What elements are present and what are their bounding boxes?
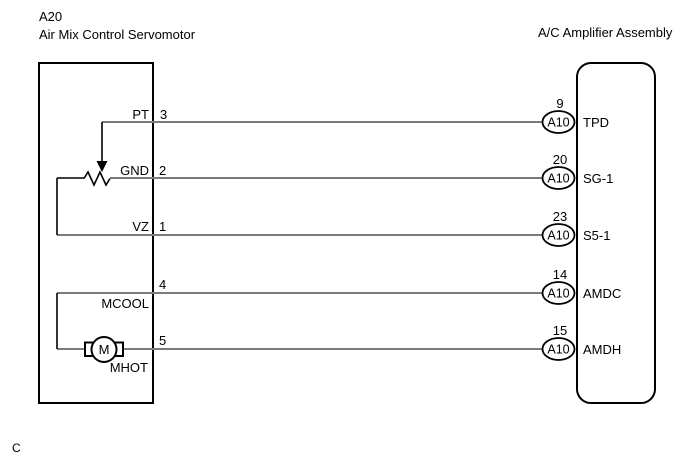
pin-number-14: 14 [553, 267, 567, 282]
connector-oval-s51 [541, 223, 576, 247]
connector-oval-sg1 [541, 166, 576, 190]
pin-label-mhot: MHOT [110, 360, 148, 375]
right-component-name: A/C Amplifier Assembly [538, 25, 673, 40]
connector-id-tpd: A10 [547, 116, 569, 130]
wiper-arrow-icon [96, 161, 108, 172]
pin-label-sg1: SG-1 [583, 171, 613, 186]
motor-letter: M [99, 342, 110, 357]
resistor-zigzag [83, 170, 111, 187]
servomotor-box [38, 62, 154, 404]
connector-id-s51: A10 [547, 229, 569, 243]
pin-number-9: 9 [556, 96, 563, 111]
left-pin-labels: PT GND VZ MCOOL MHOT [101, 107, 149, 375]
pin-label-mcool: MCOOL [101, 296, 149, 311]
connector-id-amdh: A10 [547, 343, 569, 357]
pin-number-3: 3 [160, 107, 167, 122]
pin-number-1: 1 [159, 219, 166, 234]
pin-label-amdh: AMDH [583, 342, 621, 357]
connector-oval-tpd [541, 110, 576, 134]
pin-label-gnd: GND [120, 163, 149, 178]
pin-number-23: 23 [553, 209, 567, 224]
connector-oval-amdc [541, 281, 576, 305]
right-connectors: A10 A10 A10 A10 A10 [541, 110, 576, 361]
left-component-code: A20 [39, 9, 62, 24]
pin-number-20: 20 [553, 152, 567, 167]
left-pin-numbers: 3 2 1 4 5 [159, 107, 167, 348]
pin-label-tpd: TPD [583, 115, 609, 130]
internal-connections [56, 122, 103, 349]
right-pin-numbers: 9 20 23 14 15 [553, 96, 567, 338]
motor-body [90, 336, 118, 363]
figure-label: C [12, 441, 21, 455]
wires [57, 121, 543, 350]
motor-icon: M [84, 336, 124, 363]
connector-oval-amdh [541, 337, 576, 361]
pin-label-pt: PT [132, 107, 149, 122]
pin-label-s51: S5-1 [583, 228, 610, 243]
pin-number-15: 15 [553, 323, 567, 338]
pin-number-2: 2 [159, 163, 166, 178]
pin-number-5: 5 [159, 333, 166, 348]
connector-id-sg1: A10 [547, 172, 569, 186]
left-component-name: Air Mix Control Servomotor [39, 27, 196, 42]
pin-label-vz: VZ [132, 219, 149, 234]
pin-number-4: 4 [159, 277, 166, 292]
amplifier-box [576, 62, 656, 404]
right-pin-labels: TPD SG-1 S5-1 AMDC AMDH [583, 115, 621, 357]
pin-label-amdc: AMDC [583, 286, 621, 301]
connector-id-amdc: A10 [547, 287, 569, 301]
potentiometer-icon [83, 161, 111, 187]
